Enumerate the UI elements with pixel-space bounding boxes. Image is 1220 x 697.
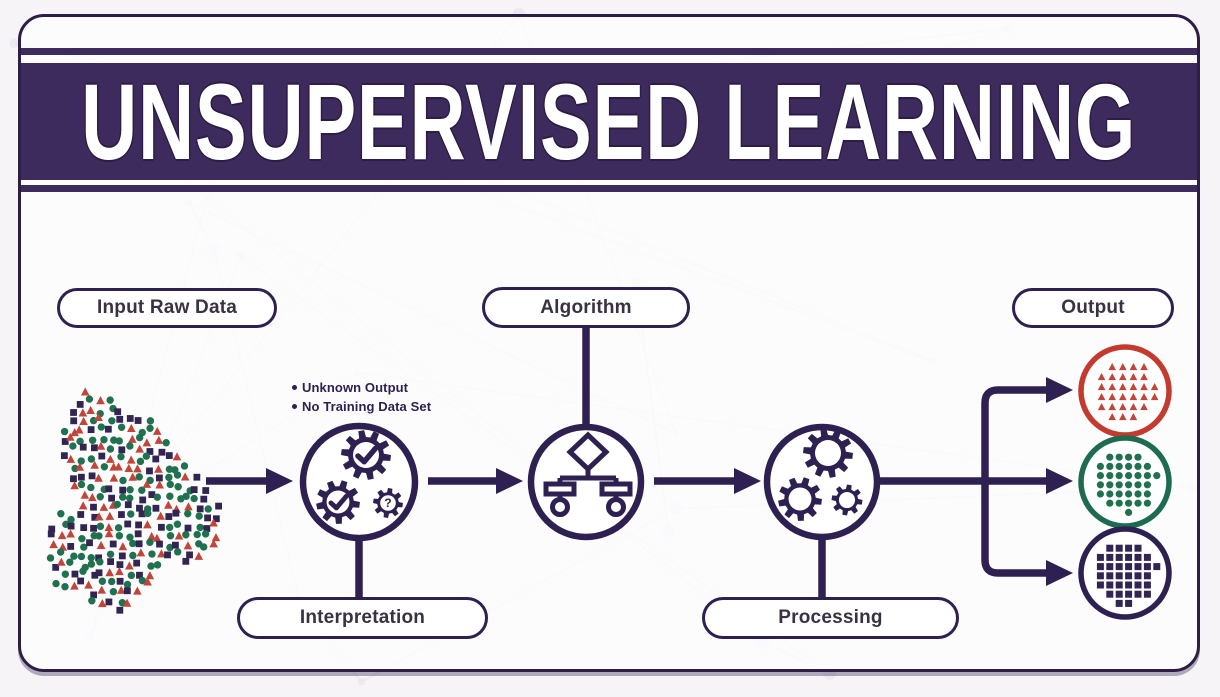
- card-frame: UNSUPERVISED LEARNING: [18, 14, 1200, 672]
- processing-label: Processing: [702, 597, 959, 639]
- bullet-dot-icon: [292, 385, 297, 390]
- algorithm-label: Algorithm: [482, 287, 690, 328]
- interpretation-node: ?: [299, 422, 419, 542]
- bullet-dot-icon: [292, 404, 297, 409]
- gears-with-checkmarks-and-question-icon: ?: [316, 430, 403, 524]
- algorithm-circle: [527, 423, 645, 541]
- branch-top: [981, 386, 1046, 481]
- title-banner: UNSUPERVISED LEARNING: [21, 63, 1197, 180]
- note-item: Unknown Output: [292, 380, 431, 395]
- interpretation-label: Interpretation: [237, 597, 488, 639]
- algorithm-node: [527, 423, 645, 541]
- note-text: Unknown Output: [302, 380, 409, 395]
- banner-accent-line-bottom: [21, 185, 1197, 192]
- input-raw-data-scatter: [46, 387, 223, 614]
- output-label: Output: [1012, 288, 1174, 328]
- output-clusters: [1078, 344, 1172, 620]
- connector-arrows: [206, 328, 1073, 598]
- flowchart-branch-icon: [543, 431, 633, 517]
- input-raw-data-label: Input Raw Data: [57, 288, 277, 328]
- processing-node: [763, 423, 881, 541]
- arrowhead-icon: [266, 468, 293, 494]
- output-square-cluster: [1078, 526, 1172, 620]
- branch-bottom: [981, 481, 1046, 577]
- page-title: UNSUPERVISED LEARNING: [81, 63, 1137, 180]
- output-circle-cluster: [1078, 435, 1172, 529]
- output-triangle-cluster: [1078, 344, 1172, 438]
- interpretation-notes: Unknown Output No Training Data Set: [292, 380, 431, 418]
- svg-text:?: ?: [384, 496, 391, 510]
- banner-accent-line-top: [21, 48, 1197, 55]
- arrowhead-icon: [1046, 377, 1073, 403]
- arrowhead-icon: [496, 468, 523, 494]
- arrowhead-icon: [1046, 560, 1073, 586]
- note-item: No Training Data Set: [292, 399, 431, 414]
- three-gears-icon: [778, 428, 863, 521]
- note-text: No Training Data Set: [302, 399, 432, 414]
- arrowhead-icon: [1046, 468, 1073, 494]
- arrowhead-icon: [734, 468, 761, 494]
